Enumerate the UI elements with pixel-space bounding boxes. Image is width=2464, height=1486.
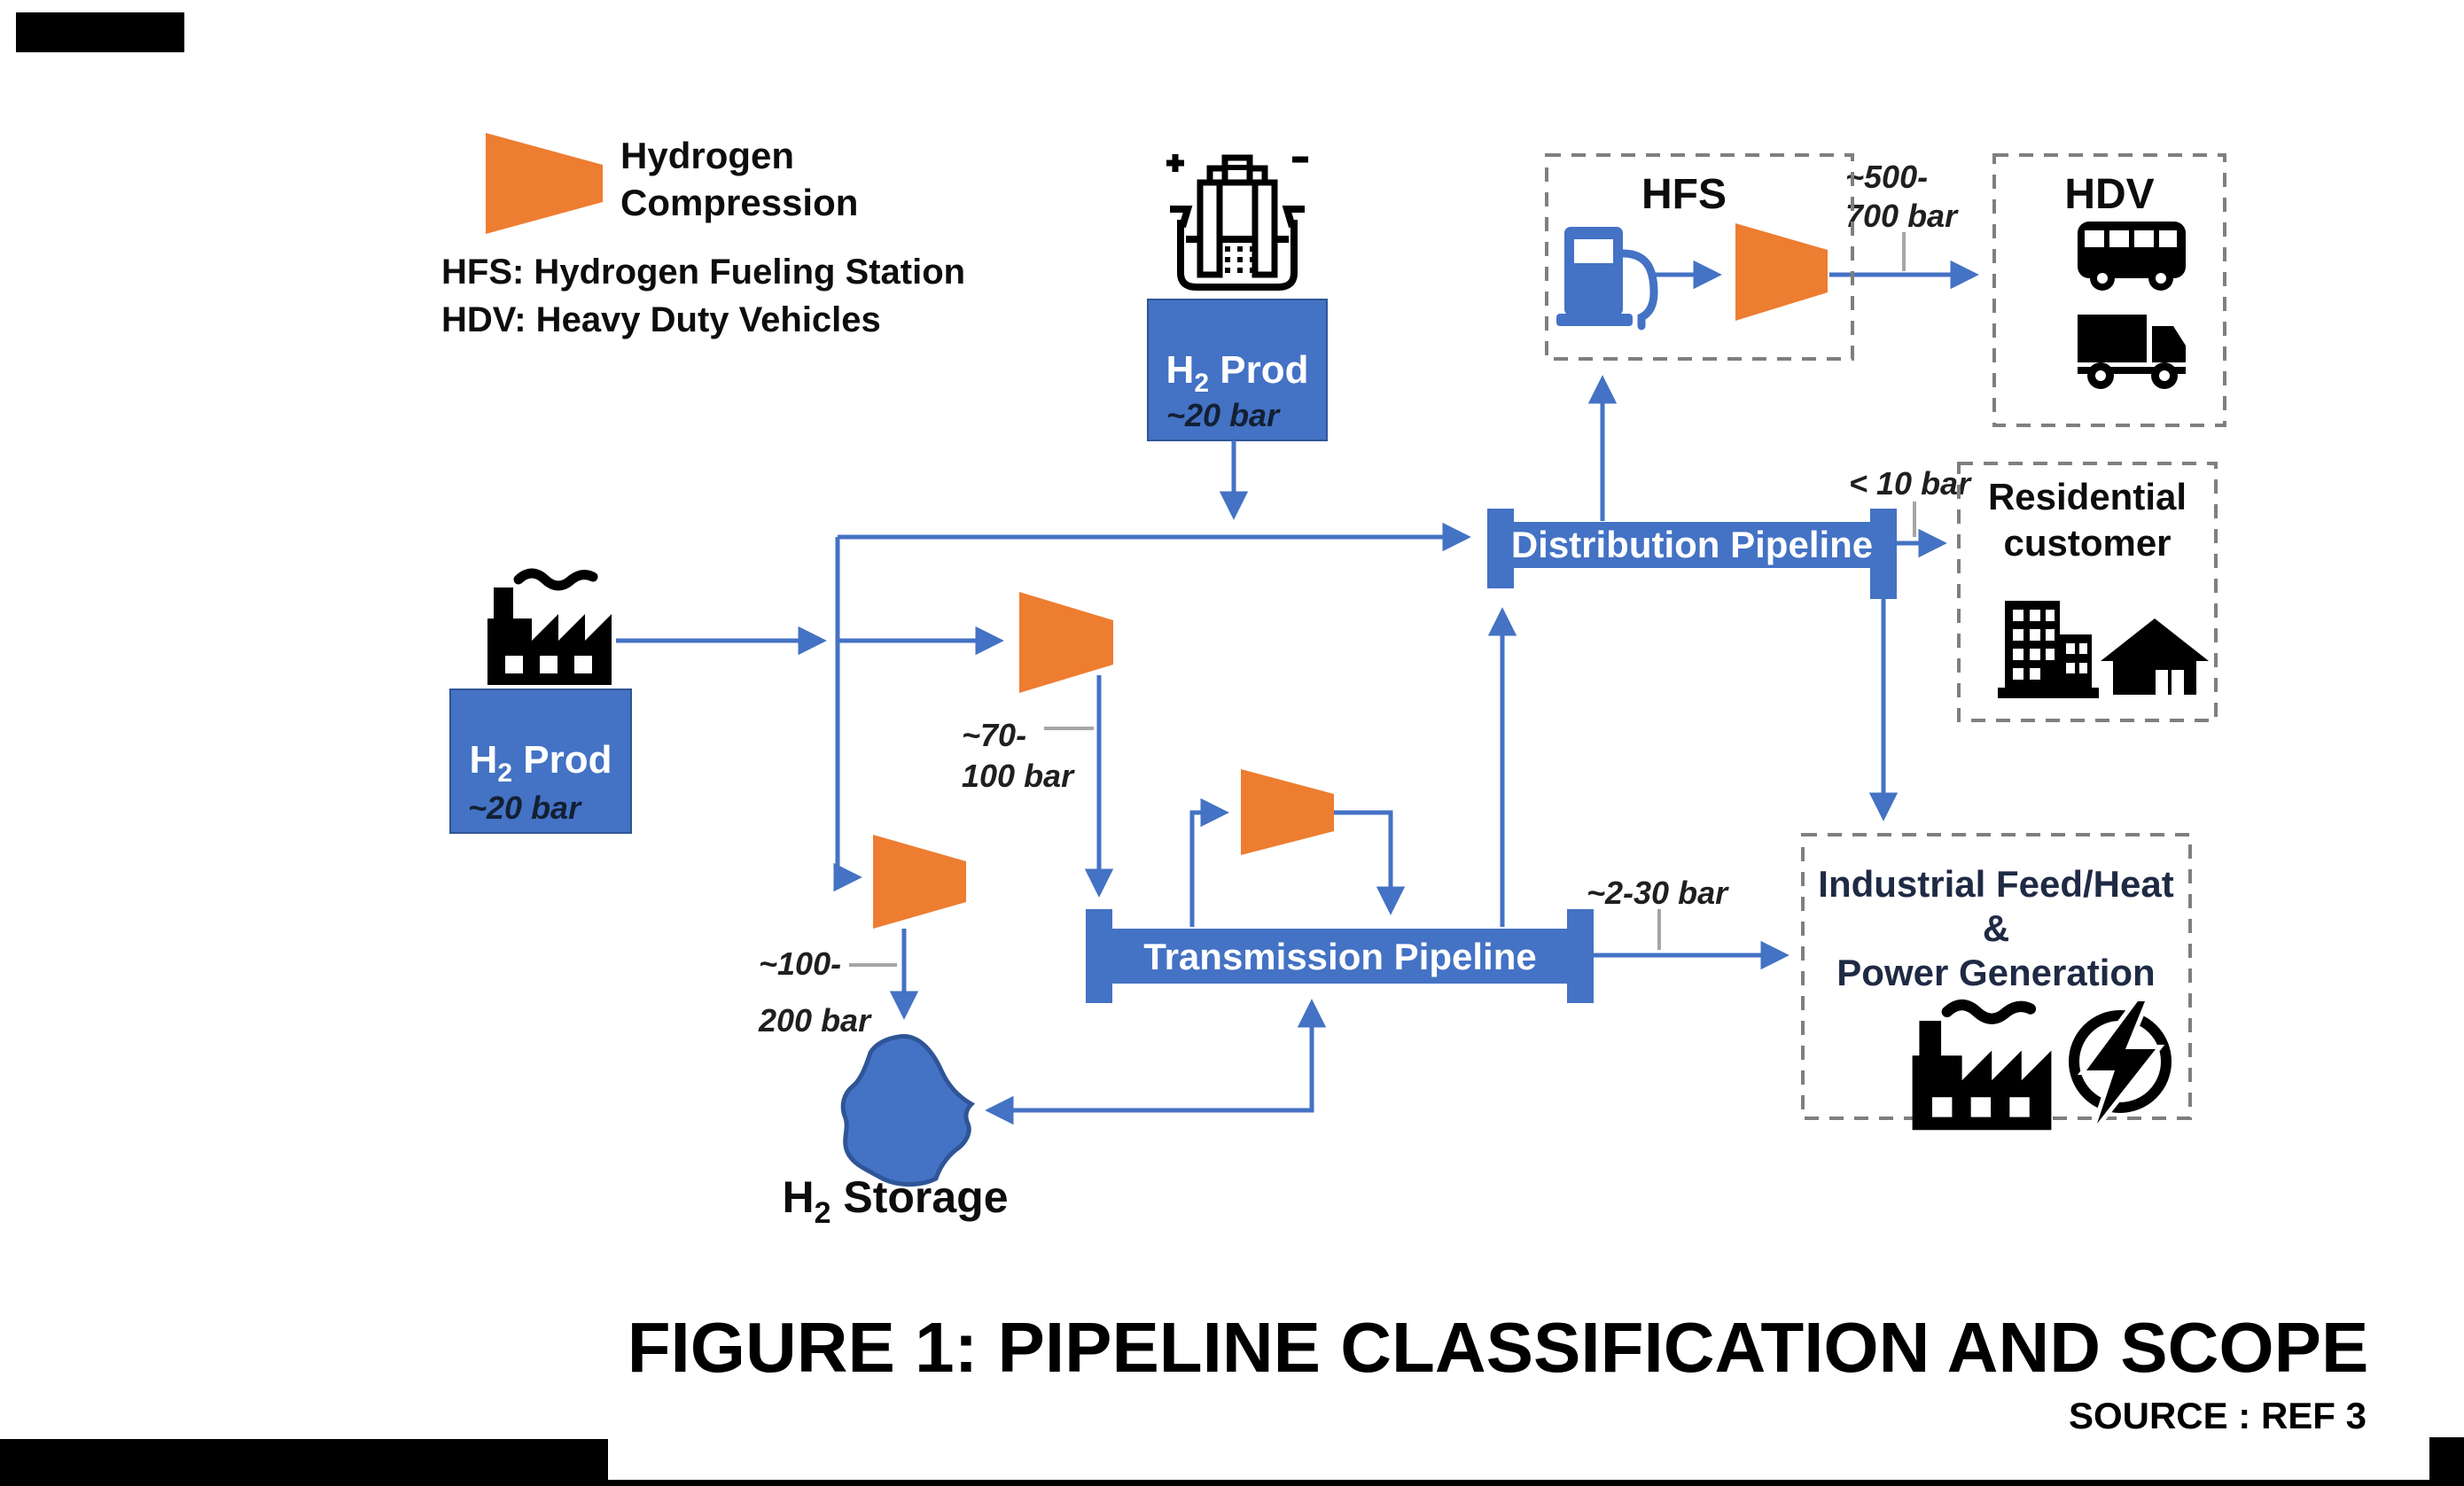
- residential-line1: Residential: [1988, 476, 2187, 517]
- distribution-pipeline-label: Distribution Pipeline: [1511, 524, 1873, 565]
- legend-compression-line1: Hydrogen: [620, 135, 794, 176]
- line-junction-down-to-compressor-b: [833, 537, 862, 892]
- h2-prod-top-node: H2 Prod ~20 bar: [1147, 154, 1328, 441]
- house-icon: [2101, 619, 2209, 695]
- pressure-2-30bar: ~2-30 bar: [1587, 875, 1729, 911]
- industrial-dashed-border: [1801, 833, 2192, 1120]
- arrow-transmission-to-booster: [1189, 797, 1229, 927]
- hfs-dashed-border: [1545, 153, 1854, 361]
- flow-arrows: [616, 260, 1979, 1125]
- hfs-box: HFS: [1545, 153, 1854, 361]
- distribution-pipeline: Distribution Pipeline: [1487, 509, 1897, 599]
- label-ticks: [849, 232, 1916, 967]
- legend-compression-line2: Compression: [620, 182, 858, 223]
- figure-source: SOURCE : REF 3: [2069, 1395, 2367, 1436]
- transmission-pipeline-label: Transmission Pipeline: [1143, 936, 1536, 977]
- bottom-black-line: [608, 1480, 2464, 1486]
- h2-prod-left-pressure: ~20 bar: [468, 790, 582, 826]
- electrolyzer-icon: [1166, 154, 1308, 291]
- pressure-700bar: 700 bar: [1845, 198, 1959, 234]
- legend-hfs-definition: HFS: Hydrogen Fueling Station: [441, 253, 965, 292]
- h2-prod-left-node: H2 Prod ~20 bar: [449, 573, 632, 834]
- industrial-line3: Power Generation: [1836, 952, 2155, 993]
- hfs-title: HFS: [1641, 171, 1727, 218]
- compressor-a-icon: [1019, 592, 1113, 693]
- industrial-line2: &: [1983, 907, 2009, 949]
- top-left-black-bar: [16, 12, 184, 52]
- truck-icon: [2078, 315, 2186, 389]
- arrow-booster-to-transmission: [1332, 810, 1406, 915]
- booster-compressor-icon: [1241, 769, 1334, 855]
- residential-line2: customer: [2003, 522, 2171, 564]
- distribution-bar: [1496, 522, 1897, 568]
- industrial-line1: Industrial Feed/Heat: [1818, 863, 2173, 905]
- arrow-storage-transmission-bidirectional: [985, 999, 1327, 1125]
- fuel-pump-icon: [1556, 227, 1658, 331]
- h2-prod-left-box: [449, 689, 632, 834]
- hdv-box: HDV: [1992, 153, 2226, 427]
- compressor-b-icon: [873, 835, 966, 929]
- hdv-title: HDV: [2064, 171, 2154, 218]
- residential-box: Residential customer: [1957, 462, 2218, 722]
- bottom-right-black-square: [2429, 1437, 2464, 1486]
- h2-prod-top-pressure: ~20 bar: [1166, 397, 1281, 433]
- bus-icon: [2078, 222, 2186, 291]
- pressure-70: ~70-: [962, 717, 1026, 753]
- hfs-compressor-icon: [1735, 223, 1828, 321]
- compressor-icon: [486, 133, 603, 234]
- transmission-pipeline: Transmission Pipeline: [1086, 909, 1594, 1003]
- h2-storage-node: H2 Storage: [782, 1034, 1009, 1230]
- figure-title: FIGURE 1: PIPELINE CLASSIFICATION AND SC…: [628, 1308, 2369, 1387]
- power-bolt-icon: [2069, 997, 2172, 1127]
- pressure-100: ~100-: [759, 945, 841, 982]
- pressure-100bar: 100 bar: [962, 758, 1075, 794]
- industrial-box: Industrial Feed/Heat & Power Generation: [1801, 833, 2192, 1130]
- pressure-10bar: < 10 bar: [1849, 465, 1972, 502]
- storage-blob-icon: [840, 1034, 976, 1187]
- residential-dashed-border: [1957, 462, 2218, 722]
- h2-prod-top-label: H2 Prod: [1166, 348, 1309, 398]
- h2-prod-left-label: H2 Prod: [470, 738, 612, 788]
- bottom-left-black-bar: [0, 1439, 608, 1486]
- legend-hdv-definition: HDV: Heavy Duty Vehicles: [441, 300, 881, 339]
- h2-prod-top-box: [1147, 299, 1328, 441]
- pressure-500: ~500-: [1845, 159, 1928, 195]
- building-icon: [1998, 601, 2099, 698]
- legend: Hydrogen Compression HFS: Hydrogen Fueli…: [441, 133, 965, 339]
- h2-storage-label: H2 Storage: [782, 1172, 1008, 1230]
- pressure-200bar: 200 bar: [758, 1002, 872, 1039]
- transmission-bar: [1095, 929, 1585, 984]
